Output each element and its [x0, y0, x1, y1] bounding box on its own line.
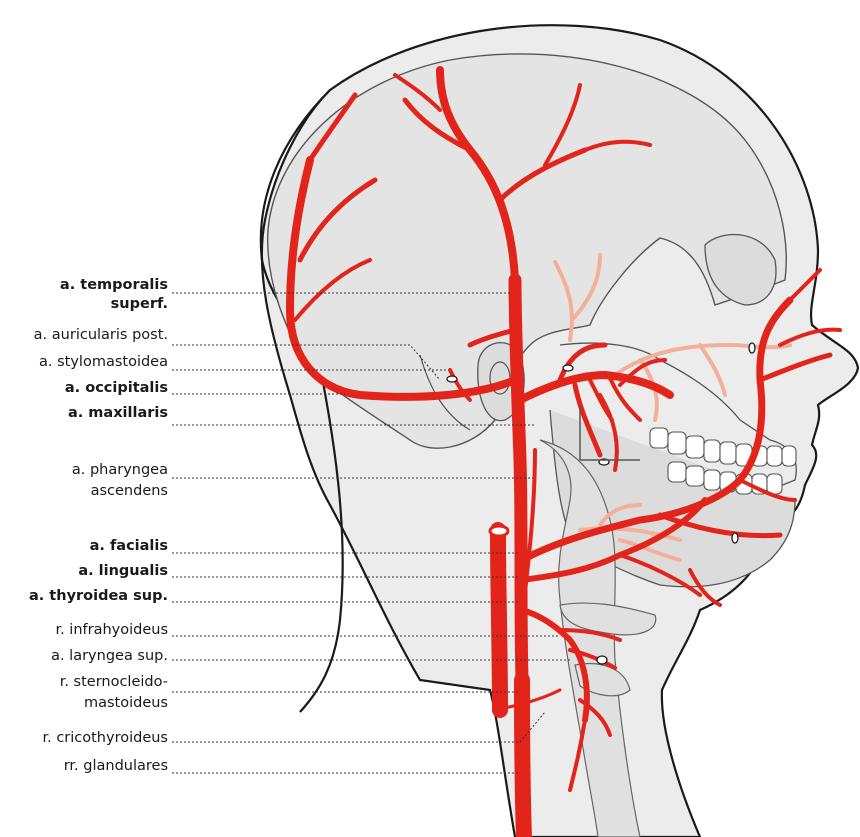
label-cricothyroideus: r. cricothyroideus: [42, 730, 168, 747]
label-glandulares: rr. glandulares: [64, 758, 168, 775]
label-infrahyoideus: r. infrahyoideus: [55, 622, 168, 639]
label-pharyngea: a. pharyngea: [72, 462, 168, 479]
label-facialis: a. facialis: [90, 538, 168, 555]
internal-carotid: [498, 530, 500, 710]
label-thyroidea-sup: a. thyroidea sup.: [29, 588, 168, 605]
label-temporalis: a. temporalis: [60, 277, 168, 294]
label-laryngea-sup: a. laryngea sup.: [51, 648, 168, 665]
label-mastoideus: mastoideus: [84, 695, 168, 712]
label-occipitalis: a. occipitalis: [65, 380, 168, 397]
label-maxillaris: a. maxillaris: [68, 405, 168, 422]
label-superf: superf.: [111, 296, 168, 313]
label-ascendens: ascendens: [91, 483, 168, 500]
label-auricularis-post: a. auricularis post.: [34, 327, 168, 344]
internal-carotid-cut: [490, 526, 508, 536]
label-stylomastoidea: a. stylomastoidea: [39, 354, 168, 371]
label-sternocleido: r. sternocleido-: [60, 674, 168, 691]
label-lingualis: a. lingualis: [78, 563, 168, 580]
external-carotid: [515, 280, 522, 680]
